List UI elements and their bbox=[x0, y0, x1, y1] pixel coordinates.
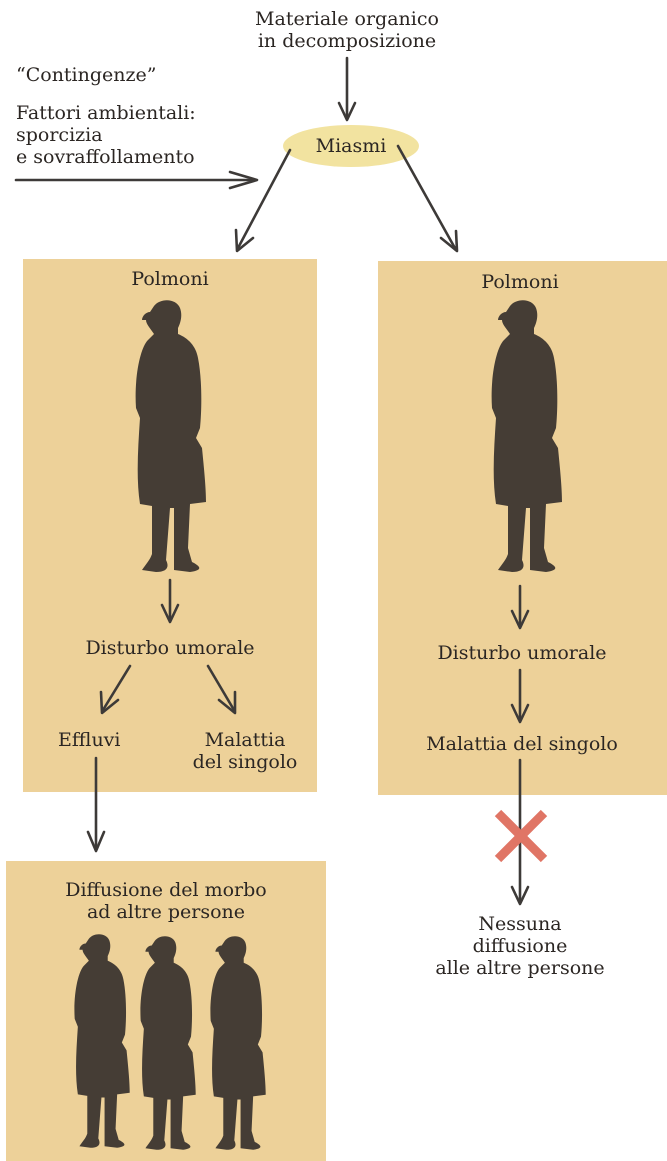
no-diffusion-label: Nessuna diffusione alle altre persone bbox=[420, 913, 620, 979]
left-disturbance: Disturbo umorale bbox=[85, 637, 255, 659]
factors-line2: sporcizia bbox=[16, 124, 103, 146]
diffusion-label: Diffusione del morbo ad altre persone bbox=[16, 879, 316, 923]
no-diffusion-line3: alle altre persone bbox=[435, 957, 605, 979]
person-silhouette-left bbox=[130, 298, 214, 578]
person-silhouette-crowd-1 bbox=[70, 930, 136, 1155]
diffusion-line2: ad altre persone bbox=[86, 901, 246, 923]
source-line1: Materiale organico bbox=[255, 8, 439, 30]
factors-label: Fattori ambientali: sporcizia e sovraffo… bbox=[16, 102, 196, 168]
arrow-miasmi-to-left bbox=[236, 148, 292, 250]
right-malattia: Malattia del singolo bbox=[426, 733, 618, 755]
miasmi-ellipse bbox=[283, 125, 419, 167]
left-malattia-line2: del singolo bbox=[192, 751, 298, 773]
no-diffusion-line1: Nessuna bbox=[478, 913, 562, 935]
factors-line1: Fattori ambientali: bbox=[16, 102, 196, 124]
contingenze-label: “Contingenze” bbox=[16, 64, 157, 86]
blocked-x-icon bbox=[494, 809, 548, 863]
source-label: Materiale organico in decomposizione bbox=[240, 8, 454, 52]
arrow-disturb-to-malattia bbox=[206, 664, 236, 712]
left-malattia: Malattia del singolo bbox=[190, 729, 300, 773]
source-line2: in decomposizione bbox=[257, 30, 437, 52]
arrow-miasmi-to-right bbox=[396, 144, 458, 252]
right-title: Polmoni bbox=[481, 271, 559, 293]
left-malattia-line1: Malattia bbox=[204, 729, 286, 751]
left-effluvi: Effluvi bbox=[58, 729, 121, 751]
person-silhouette-crowd-2 bbox=[136, 932, 202, 1157]
diffusion-line1: Diffusione del morbo bbox=[65, 879, 267, 901]
miasmi-label: Miasmi bbox=[315, 135, 387, 157]
right-disturbance: Disturbo umorale bbox=[437, 642, 607, 664]
person-silhouette-crowd-3 bbox=[206, 932, 272, 1157]
left-title: Polmoni bbox=[131, 268, 209, 290]
person-silhouette-right bbox=[486, 298, 570, 578]
arrow-disturb-to-effluvi bbox=[101, 664, 132, 712]
factors-line3: e sovraffollamento bbox=[16, 146, 195, 168]
no-diffusion-line2: diffusione bbox=[472, 935, 568, 957]
